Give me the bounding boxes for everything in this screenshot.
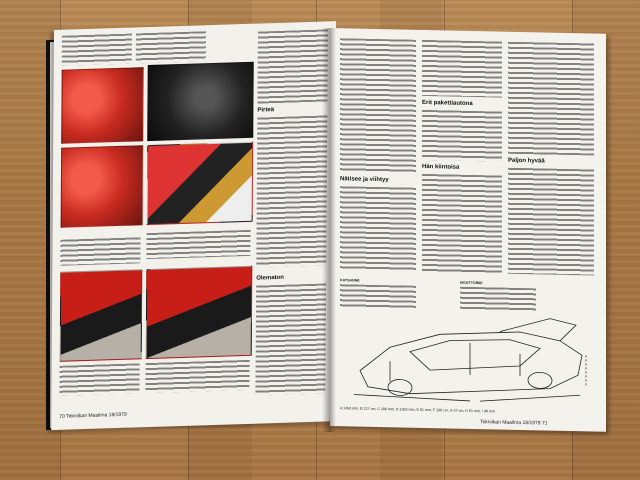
article-column [340, 38, 416, 174]
caption-text [60, 237, 141, 266]
section-heading: Nätisee ja viihtyy [340, 176, 389, 184]
spare-wheel-photo [146, 141, 254, 226]
section-heading: Paljon hyvää [508, 157, 545, 165]
page-gutter-shadow [322, 28, 336, 432]
dimension-caption: A 1450 mm, B 127 cm, C 286 mm, D 1350 mm… [340, 406, 495, 414]
article-column [508, 41, 594, 156]
article-column [256, 115, 328, 268]
legend-title: MOOTTORIIE [460, 280, 483, 286]
legend-items [340, 284, 416, 310]
legend-items [460, 286, 536, 313]
section-heading: Olematon [256, 274, 284, 282]
open-magazine: Pirteä Olematon 70 Tekniikan Maailma 18/… [40, 21, 612, 434]
article-column [508, 167, 594, 276]
article-column [340, 186, 416, 272]
dashboard-photo [147, 61, 254, 142]
caption-text [146, 229, 251, 260]
car-outline-drawing [353, 318, 587, 402]
engine-bay-photo [61, 67, 144, 144]
article-column [255, 283, 327, 396]
diagram-legend-left: KATSANNE [340, 278, 360, 283]
legend-title: KATSANNE [340, 278, 360, 283]
diagram-legend-right: MOOTTORIIE [460, 281, 483, 286]
article-column [422, 173, 502, 274]
caption-text [135, 31, 206, 64]
caption-text [59, 363, 140, 396]
article-column [257, 29, 328, 104]
rear-seat-photo [145, 265, 253, 360]
article-column [422, 109, 502, 162]
car-dimension-diagram [353, 318, 587, 402]
trunk-photo [60, 145, 144, 228]
page-footer-right: Tekniikan Maailma 18/1979 71 [480, 419, 548, 427]
right-page: Nätisee ja viihtyy Erit pakettiautona Hä… [330, 28, 606, 432]
left-page: Pirteä Olematon 70 Tekniikan Maailma 18/… [51, 21, 336, 431]
section-heading: Hän kiintoisa [422, 163, 460, 171]
caption-text [61, 33, 132, 66]
section-heading: Pirteä [257, 107, 275, 114]
page-footer-left: 70 Tekniikan Maailma 18/1979 [59, 411, 127, 420]
section-heading: Erit pakettiautona [422, 99, 473, 107]
driver-seat-photo [59, 269, 143, 362]
article-column [422, 39, 502, 98]
caption-text [145, 359, 250, 394]
